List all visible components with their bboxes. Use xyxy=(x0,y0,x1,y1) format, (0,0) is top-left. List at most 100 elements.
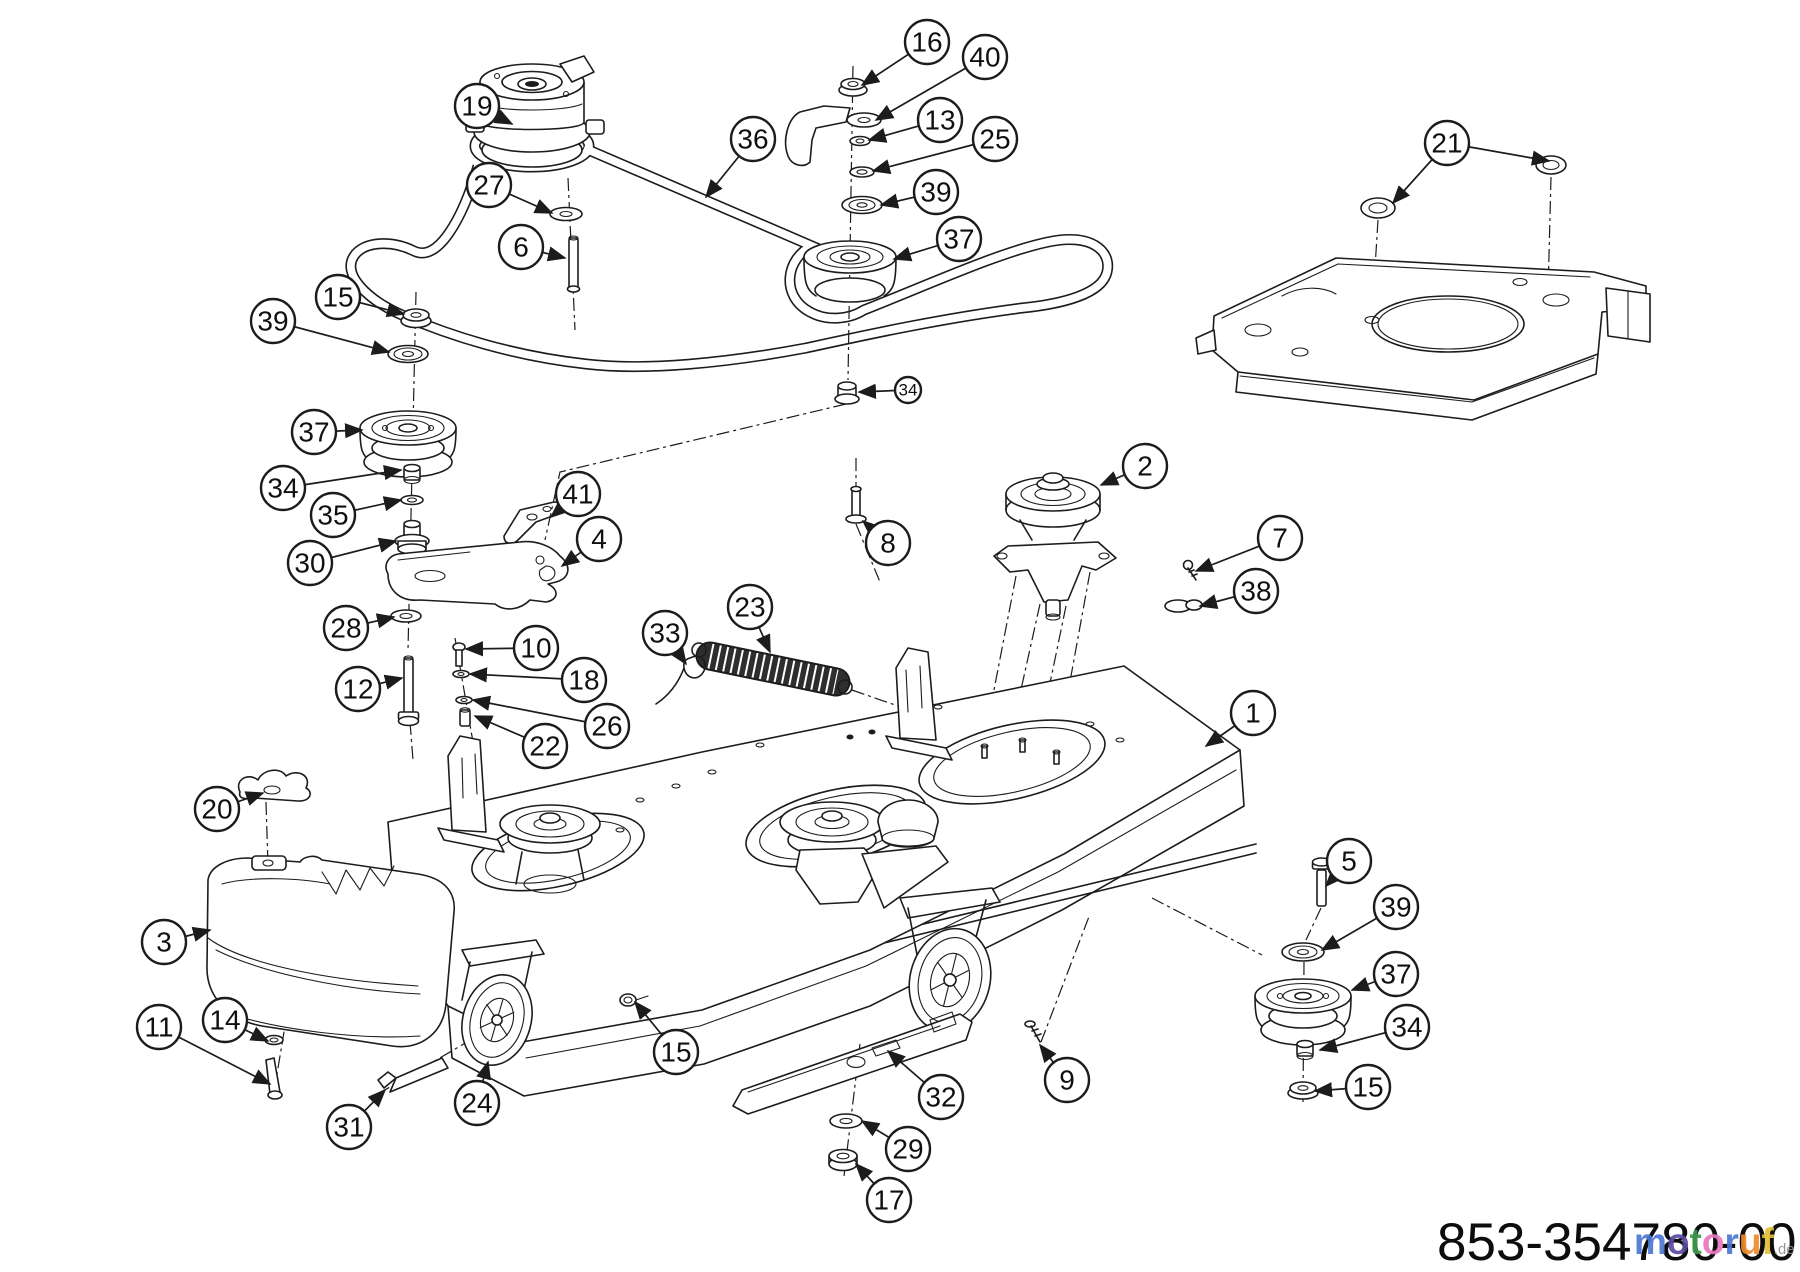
callout-label-19: 19 xyxy=(461,91,492,122)
watermark-letter: m xyxy=(1634,1221,1667,1262)
callout-16 xyxy=(903,18,951,66)
callout-34 xyxy=(259,464,307,512)
callout-label-11: 11 xyxy=(144,1012,173,1043)
callout-label-39: 39 xyxy=(1380,892,1411,923)
callout-label-21: 21 xyxy=(1431,128,1462,159)
callout-label-32: 32 xyxy=(925,1082,956,1113)
callout-12 xyxy=(334,665,382,713)
callout-label-17: 17 xyxy=(873,1185,904,1216)
callout-3 xyxy=(140,918,188,966)
callout-label-39: 39 xyxy=(920,177,951,208)
callout-37 xyxy=(935,215,983,263)
callout-label-8: 8 xyxy=(880,528,896,559)
callout-32 xyxy=(917,1073,965,1121)
callout-label-15: 15 xyxy=(1352,1072,1383,1103)
callout-label-15: 15 xyxy=(660,1037,691,1068)
callout-31 xyxy=(325,1103,373,1151)
callout-38 xyxy=(1232,567,1280,615)
callout-27 xyxy=(465,161,513,209)
callout-label-34: 34 xyxy=(1391,1012,1422,1043)
callout-label-40: 40 xyxy=(969,42,1000,73)
small-fasteners-drawing xyxy=(452,637,474,743)
callout-40 xyxy=(961,33,1009,81)
callout-2 xyxy=(1121,442,1169,490)
watermark-letter: o xyxy=(1702,1221,1725,1262)
watermark-logo: motoruf.de xyxy=(1634,1221,1795,1262)
callout-37 xyxy=(290,408,338,456)
bolt-and-washer-drawing xyxy=(549,177,583,331)
callout-34 xyxy=(893,375,923,405)
callout-39 xyxy=(912,168,960,216)
callout-label-41: 41 xyxy=(562,479,593,510)
callout-label-7: 7 xyxy=(1272,523,1288,554)
callout-label-1: 1 xyxy=(1245,698,1261,729)
callout-label-20: 20 xyxy=(201,794,232,825)
callout-label-10: 10 xyxy=(520,633,551,664)
callout-label-27: 27 xyxy=(473,170,504,201)
callout-label-30: 30 xyxy=(294,548,325,579)
callout-20 xyxy=(193,785,241,833)
callout-label-24: 24 xyxy=(461,1088,492,1119)
callout-34 xyxy=(1383,1003,1431,1051)
callout-label-31: 31 xyxy=(333,1112,364,1143)
callout-10 xyxy=(512,624,560,672)
callout-label-28: 28 xyxy=(330,613,361,644)
callout-label-25: 25 xyxy=(979,124,1010,155)
callout-29 xyxy=(884,1125,932,1173)
callout-label-15: 15 xyxy=(322,282,353,313)
callout-label-34: 34 xyxy=(899,381,918,400)
callout-39 xyxy=(1372,883,1420,931)
diagram-part-number: 853-354780-00 xyxy=(1437,1213,1797,1272)
callout-9 xyxy=(1043,1056,1091,1104)
callout-label-13: 13 xyxy=(924,105,955,136)
watermark-letter: f xyxy=(1761,1221,1774,1262)
callout-label-37: 37 xyxy=(943,224,974,255)
callout-label-29: 29 xyxy=(892,1134,923,1165)
callout-label-22: 22 xyxy=(529,731,560,762)
callout-label-9: 9 xyxy=(1059,1065,1075,1096)
callout-label-14: 14 xyxy=(209,1005,240,1036)
callout-label-36: 36 xyxy=(737,124,768,155)
discharge-chute-drawing xyxy=(206,769,455,1100)
left-idler-stack-drawing xyxy=(359,291,569,761)
callout-label-12: 12 xyxy=(342,674,373,705)
callout-6 xyxy=(497,223,545,271)
callout-24 xyxy=(453,1079,501,1127)
callout-17 xyxy=(865,1176,913,1224)
callout-15 xyxy=(652,1028,700,1076)
callout-35 xyxy=(309,491,357,539)
callout-41 xyxy=(554,470,602,518)
callout-15 xyxy=(1344,1063,1392,1111)
wheels-and-blade-drawing xyxy=(377,887,1091,1177)
spring-and-pins-drawing xyxy=(655,458,899,707)
callout-label-39: 39 xyxy=(257,306,288,337)
callout-label-2: 2 xyxy=(1137,451,1153,482)
callout-11 xyxy=(135,1003,183,1051)
callout-label-18: 18 xyxy=(568,665,599,696)
spindle-assembly-drawing xyxy=(981,472,1203,771)
callout-39 xyxy=(249,297,297,345)
callout-7 xyxy=(1256,514,1304,562)
callout-label-35: 35 xyxy=(317,500,348,531)
callout-28 xyxy=(322,604,370,652)
watermark-letter: t xyxy=(1690,1221,1702,1262)
callout-4 xyxy=(575,515,623,563)
callout-label-16: 16 xyxy=(911,27,942,58)
callout-23 xyxy=(726,583,774,631)
callout-25 xyxy=(971,115,1019,163)
callout-18 xyxy=(560,656,608,704)
callout-label-4: 4 xyxy=(591,524,607,555)
callout-label-37: 37 xyxy=(298,417,329,448)
callout-label-26: 26 xyxy=(591,711,622,742)
callout-label-34: 34 xyxy=(267,473,298,504)
callout-5 xyxy=(1325,837,1373,885)
callout-37 xyxy=(1372,950,1420,998)
callout-21 xyxy=(1423,119,1471,167)
callout-label-5: 5 xyxy=(1341,846,1357,877)
callout-36 xyxy=(729,115,777,163)
watermark-letter: r xyxy=(1724,1221,1738,1262)
right-idler-stack-drawing xyxy=(1151,857,1352,1105)
